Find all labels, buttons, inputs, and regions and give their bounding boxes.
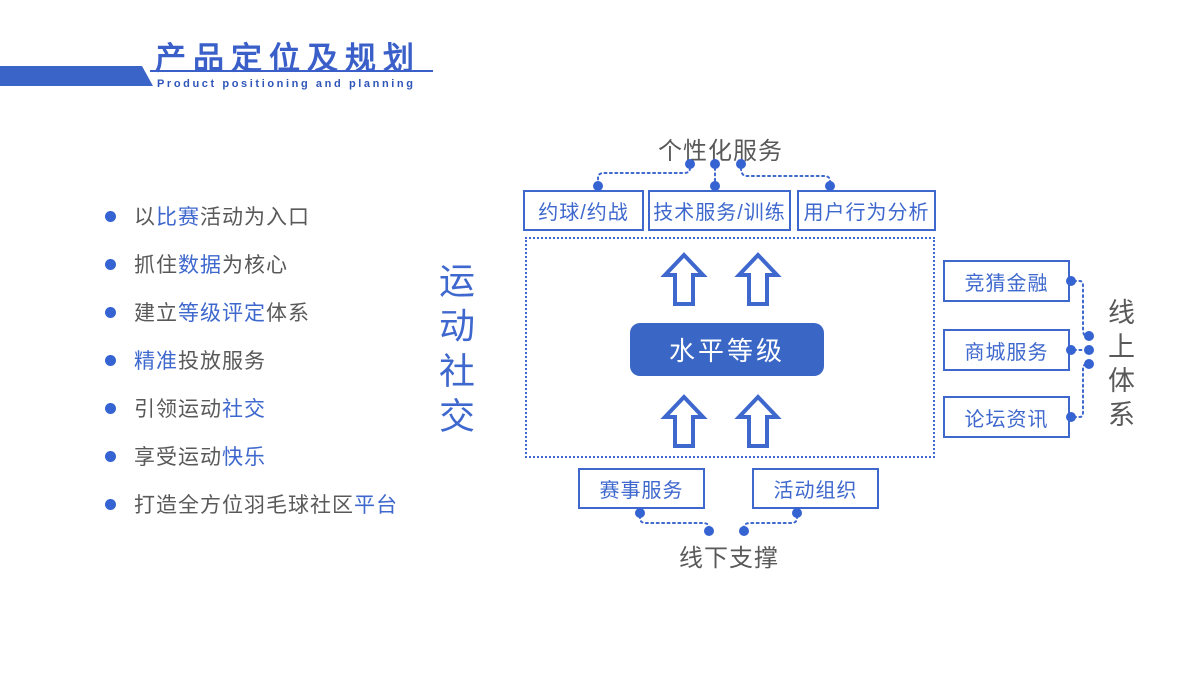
vertical-label-sport-social: 运动社交 xyxy=(434,262,475,442)
center-box-skill-level: 水平等级 xyxy=(630,323,824,376)
bottom-box-event-service: 赛事服务 xyxy=(578,468,705,509)
connector-bottom-right xyxy=(743,515,798,528)
bullet-item: 建立等级评定体系 xyxy=(105,298,398,326)
connector-dot xyxy=(739,526,749,536)
right-label-online-system: 线上体系 xyxy=(1104,298,1134,434)
connector-top-left xyxy=(597,167,691,187)
main-dashed-box xyxy=(525,237,935,458)
bullet-dot-icon xyxy=(105,402,116,414)
title-underline xyxy=(150,70,433,72)
connector-right-top xyxy=(1073,280,1087,337)
right-box-forum-news: 论坛资讯 xyxy=(943,396,1070,438)
connector-bottom-left xyxy=(639,515,710,528)
bullet-list: 以比赛活动为入口 抓住数据为核心 建立等级评定体系 精准投放服务 引领运动社交 … xyxy=(105,202,398,538)
bullet-text: 以比赛活动为入口 xyxy=(134,206,310,229)
top-box-matchmaking: 约球/约战 xyxy=(523,190,644,231)
top-label-personalized-service: 个性化服务 xyxy=(658,138,783,165)
bullet-item: 引领运动社交 xyxy=(105,394,398,422)
connector-dot xyxy=(635,508,645,518)
page-subtitle: Product positioning and planning xyxy=(157,78,416,90)
bullet-item: 以比赛活动为入口 xyxy=(105,202,398,230)
connector-right-bottom xyxy=(1073,363,1087,418)
bullet-dot-icon xyxy=(105,354,116,366)
bullet-item: 抓住数据为核心 xyxy=(105,250,398,278)
right-box-mall-service: 商城服务 xyxy=(943,329,1070,371)
bottom-label-offline-support: 线下支撑 xyxy=(679,545,779,572)
bullet-text: 抓住数据为核心 xyxy=(134,254,288,277)
bullet-text: 精准投放服务 xyxy=(134,350,266,373)
top-box-tech-service-training: 技术服务/训练 xyxy=(648,190,791,231)
connector-dot xyxy=(1084,345,1094,355)
top-box-user-behavior-analysis: 用户行为分析 xyxy=(797,190,936,231)
bullet-dot-icon xyxy=(105,306,116,318)
bullet-text: 享受运动快乐 xyxy=(134,446,266,469)
bullet-item: 享受运动快乐 xyxy=(105,442,398,470)
bullet-text: 引领运动社交 xyxy=(134,398,266,421)
bullet-text: 建立等级评定体系 xyxy=(134,302,310,325)
connector-dot xyxy=(792,508,802,518)
right-box-betting-finance: 竞猜金融 xyxy=(943,260,1070,302)
bullet-dot-icon xyxy=(105,450,116,462)
bullet-text: 打造全方位羽毛球社区平台 xyxy=(134,494,398,517)
connector-dot xyxy=(1084,359,1094,369)
connector-dot xyxy=(1084,331,1094,341)
connector-top-right xyxy=(740,167,831,187)
header-accent-bar xyxy=(0,66,153,86)
bullet-item: 精准投放服务 xyxy=(105,346,398,374)
bottom-box-activity-organization: 活动组织 xyxy=(752,468,879,509)
bullet-dot-icon xyxy=(105,258,116,270)
connector-dot xyxy=(704,526,714,536)
bullet-dot-icon xyxy=(105,498,116,510)
bullet-dot-icon xyxy=(105,210,116,222)
bullet-item: 打造全方位羽毛球社区平台 xyxy=(105,490,398,518)
